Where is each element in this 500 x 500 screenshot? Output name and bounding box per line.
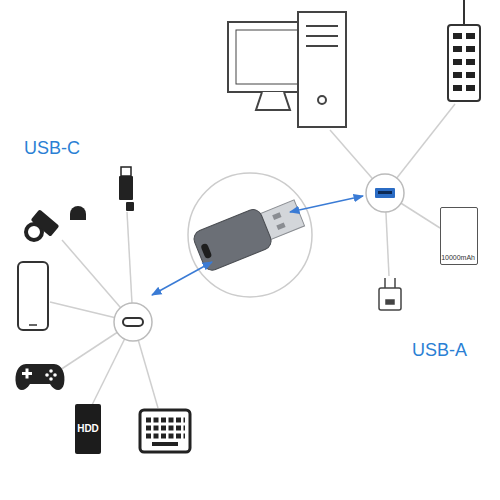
hdd-box: HDD <box>75 404 101 454</box>
hub-body <box>448 25 480 101</box>
key-row <box>146 418 185 423</box>
drive-slot <box>306 45 338 47</box>
adapter-body <box>191 207 273 273</box>
key-row <box>146 434 185 439</box>
hub-port <box>453 46 462 52</box>
phone-body <box>18 262 48 330</box>
usb-stick-icon <box>119 167 134 211</box>
plug-hole <box>276 222 285 230</box>
plug-port <box>386 300 394 304</box>
computer-icon <box>228 12 346 127</box>
charger-icon <box>379 278 401 310</box>
drive-cap <box>70 206 86 220</box>
hub-port <box>466 33 475 39</box>
phone-icon <box>18 262 48 330</box>
adapter-body-group <box>191 193 307 272</box>
node-text: HDD <box>77 424 99 434</box>
plug-hole <box>272 212 281 220</box>
plug-prong <box>394 278 396 288</box>
adapter-circle <box>188 173 312 297</box>
hub-port <box>466 59 475 65</box>
game-button <box>49 377 53 381</box>
double-arrow <box>290 196 363 212</box>
drive-slot <box>306 35 338 37</box>
monitor-stand <box>256 92 290 110</box>
game-button <box>53 373 57 377</box>
plug-prong <box>384 278 386 288</box>
key-drive-icon <box>26 206 86 240</box>
keyboard-keys <box>146 420 185 436</box>
usb-c-port <box>123 318 143 326</box>
power-button <box>318 96 326 104</box>
blue-arrows <box>152 196 363 295</box>
dpad <box>26 369 29 379</box>
usb-a-tongue <box>378 191 392 194</box>
keyboard-icon <box>140 410 190 452</box>
node-text: 10000mAh <box>441 254 475 261</box>
drive-body <box>31 209 60 236</box>
stick-body <box>119 176 133 200</box>
gamepad-icon <box>15 364 64 390</box>
hub-port <box>466 46 475 52</box>
hub-port <box>453 33 462 39</box>
hub-port <box>453 72 462 78</box>
keyboard-body <box>140 410 190 452</box>
plug-body <box>379 288 401 310</box>
double-arrow <box>152 262 212 295</box>
port-type-label: USB-A <box>412 340 467 361</box>
hub-ports <box>453 33 475 91</box>
space-bar <box>152 442 178 446</box>
hub-port <box>453 59 462 65</box>
game-button <box>45 373 49 377</box>
power-bank-box: 10000mAh <box>440 207 478 265</box>
stick-connector <box>121 167 131 176</box>
gamepad-body <box>15 364 64 390</box>
adapter-illustration <box>188 173 312 297</box>
port-type-label: USB-C <box>24 138 80 159</box>
usb-a-port-hub <box>366 174 404 212</box>
drive-slot <box>306 25 338 27</box>
pc-tower <box>298 12 346 127</box>
hub-circle <box>114 303 152 341</box>
hub-circle <box>366 174 404 212</box>
key-row <box>146 426 185 431</box>
usb-hub-icon <box>448 0 480 101</box>
spoke-lines <box>50 104 455 408</box>
hub-port <box>466 85 475 91</box>
usb-c-socket <box>200 243 212 260</box>
hub-port <box>453 85 462 91</box>
usb-a-port <box>375 188 395 198</box>
phone-button <box>29 324 37 326</box>
game-button <box>49 369 53 373</box>
hub-port <box>466 72 475 78</box>
usb-c-port-hub <box>114 303 152 341</box>
stick-cap <box>126 202 134 211</box>
hub-cable <box>463 0 465 25</box>
